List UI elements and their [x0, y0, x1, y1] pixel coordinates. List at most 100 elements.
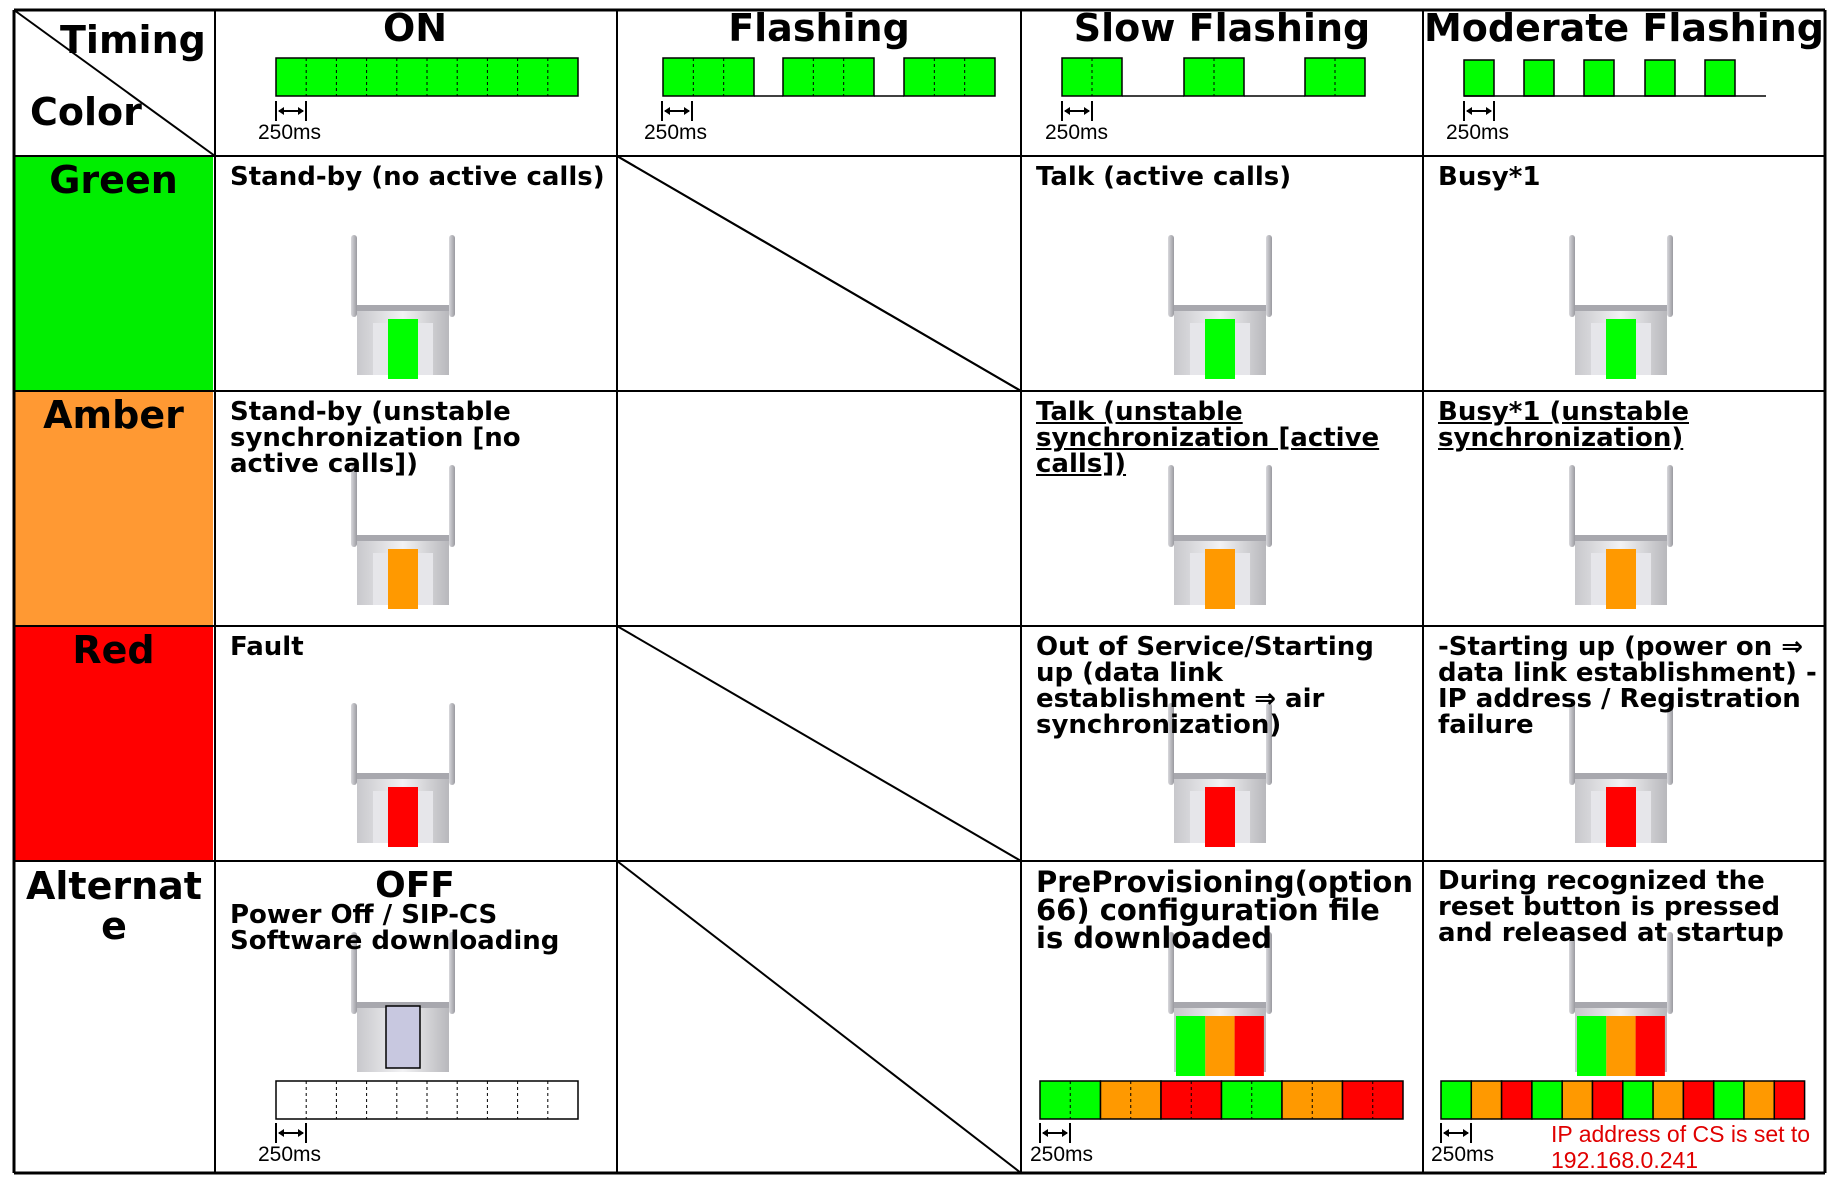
amber-moderate-description: Busy*1 (unstable synchronization): [1438, 397, 1689, 453]
device-top-edge: [357, 535, 449, 541]
alternate-led: [1234, 1016, 1264, 1076]
antenna-right: [1667, 932, 1673, 1014]
alternate-led: [1635, 1016, 1665, 1076]
moderate-flashing-pulse: [1523, 59, 1555, 97]
cs-device-icon: [351, 703, 455, 847]
alternate-slow-description: PreProvisioning(option 66) configuration…: [1036, 865, 1413, 955]
device-top-edge: [1174, 305, 1266, 311]
scale-arrowheads: [1466, 107, 1492, 115]
red-on-description: Fault: [230, 632, 304, 662]
antenna-right: [1266, 932, 1272, 1014]
alternate-moderate-segment: [1591, 1080, 1624, 1120]
antenna-left: [351, 465, 357, 547]
scale-label-moderate-flashing: 250ms: [1446, 121, 1510, 144]
column-title-slow-flashing: Slow Flashing: [1073, 6, 1371, 50]
scale-arrowheads: [1443, 1129, 1469, 1137]
antenna-left: [351, 235, 357, 317]
flashing-pulse: [782, 57, 875, 97]
antenna-right: [449, 703, 455, 785]
alternate-moderate-segment: [1773, 1080, 1806, 1120]
device-top-edge: [357, 1002, 449, 1008]
alternate-on-description: Power Off / SIP-CS Software downloading: [230, 900, 560, 956]
alternate-led: [1606, 1016, 1636, 1076]
alternate-on-off-title: OFF: [375, 865, 455, 906]
antenna-left: [351, 703, 357, 785]
column-title-on: ON: [382, 6, 448, 50]
cs-device-icon: [1168, 465, 1272, 609]
antenna-left: [1168, 703, 1174, 785]
alternate-moderate-segment: [1652, 1080, 1685, 1120]
red-slow-description: Out of Service/Starting up (data link es…: [1036, 632, 1374, 740]
device-top-edge: [1575, 305, 1667, 311]
antenna-right: [1266, 235, 1272, 317]
scale-arrowheads: [664, 107, 690, 115]
antenna-left: [1569, 932, 1575, 1014]
antenna-right: [449, 465, 455, 547]
row-name-alternate: Alternate: [26, 864, 202, 948]
device-top-edge: [1174, 1002, 1266, 1008]
alternate-moderate-segment: [1712, 1080, 1745, 1120]
color-header-label: Color: [30, 90, 142, 134]
device-top-edge: [1575, 535, 1667, 541]
device-top-edge: [357, 305, 449, 311]
antenna-right: [1266, 703, 1272, 785]
cs-device-icon: [1168, 235, 1272, 379]
alternate-moderate-segment: [1470, 1080, 1503, 1120]
amber-flashing-ghost-text: General Operation (after Site Survey): [630, 399, 956, 468]
green-moderate-description: Busy*1: [1438, 162, 1541, 192]
not-applicable-diagonal: [616, 155, 1022, 392]
antenna-left: [1569, 235, 1575, 317]
alternate-moderate-scale-label: 250ms: [1431, 1143, 1495, 1166]
cs-device-icon: [1569, 932, 1673, 1076]
scale-label-flashing: 250ms: [644, 121, 708, 144]
off-led: [385, 1005, 421, 1069]
moderate-flashing-pulse: [1644, 59, 1676, 97]
alternate-moderate-segment: [1440, 1080, 1473, 1120]
cs-device-icon: [1569, 235, 1673, 379]
column-title-flashing: Flashing: [728, 6, 910, 50]
status-led: [388, 549, 418, 609]
antenna-left: [1569, 703, 1575, 785]
alternate-moderate-ip-note: IP address of CS is set to 192.168.0.241: [1551, 1121, 1811, 1173]
status-led: [1606, 549, 1636, 609]
alternate-moderate-segment: [1561, 1080, 1594, 1120]
column-title-moderate-flashing: Moderate Flashing: [1423, 6, 1825, 50]
flashing-pulse: [662, 57, 755, 97]
antenna-right: [1266, 465, 1272, 547]
alternate-moderate-segment: [1500, 1080, 1533, 1120]
amber-row-swatch: [14, 391, 213, 626]
cs-device-icon: [351, 235, 455, 379]
not-applicable-diagonal: [616, 625, 1022, 862]
antenna-right: [449, 235, 455, 317]
antenna-left: [1168, 465, 1174, 547]
alternate-slow-scale-label: 250ms: [1030, 1143, 1094, 1166]
antenna-right: [449, 932, 455, 1014]
device-top-edge: [1174, 773, 1266, 779]
alternate-moderate-segment: [1531, 1080, 1563, 1120]
status-led: [1205, 549, 1235, 609]
header-corner-diagonal: [13, 9, 216, 157]
alternate-moderate-description: During recognized the reset button is pr…: [1438, 866, 1784, 948]
cs-device-icon: [1168, 932, 1272, 1076]
green-row-swatch: [14, 156, 213, 391]
status-led: [1606, 319, 1636, 379]
cs-device-icon: [1168, 703, 1272, 847]
antenna-right: [1667, 235, 1673, 317]
antenna-right: [1667, 465, 1673, 547]
alternate-led: [1176, 1016, 1206, 1076]
scale-arrowheads: [278, 107, 304, 115]
device-top-edge: [1174, 535, 1266, 541]
status-led: [388, 319, 418, 379]
antenna-left: [1569, 465, 1575, 547]
status-led: [388, 787, 418, 847]
amber-slow-description: Talk (unstable synchronization [active c…: [1036, 397, 1380, 479]
cs-device-icon: [1569, 703, 1673, 847]
alternate-moderate-segment: [1622, 1080, 1654, 1120]
red-moderate-description: -Starting up (power on ⇒ data link estab…: [1438, 632, 1817, 740]
moderate-flashing-pulse: [1463, 59, 1495, 97]
device-top-edge: [1575, 1002, 1667, 1008]
row-name-amber: Amber: [43, 393, 184, 437]
green-on-description: Stand-by (no active calls): [230, 162, 605, 192]
row-name-green: Green: [49, 158, 178, 202]
